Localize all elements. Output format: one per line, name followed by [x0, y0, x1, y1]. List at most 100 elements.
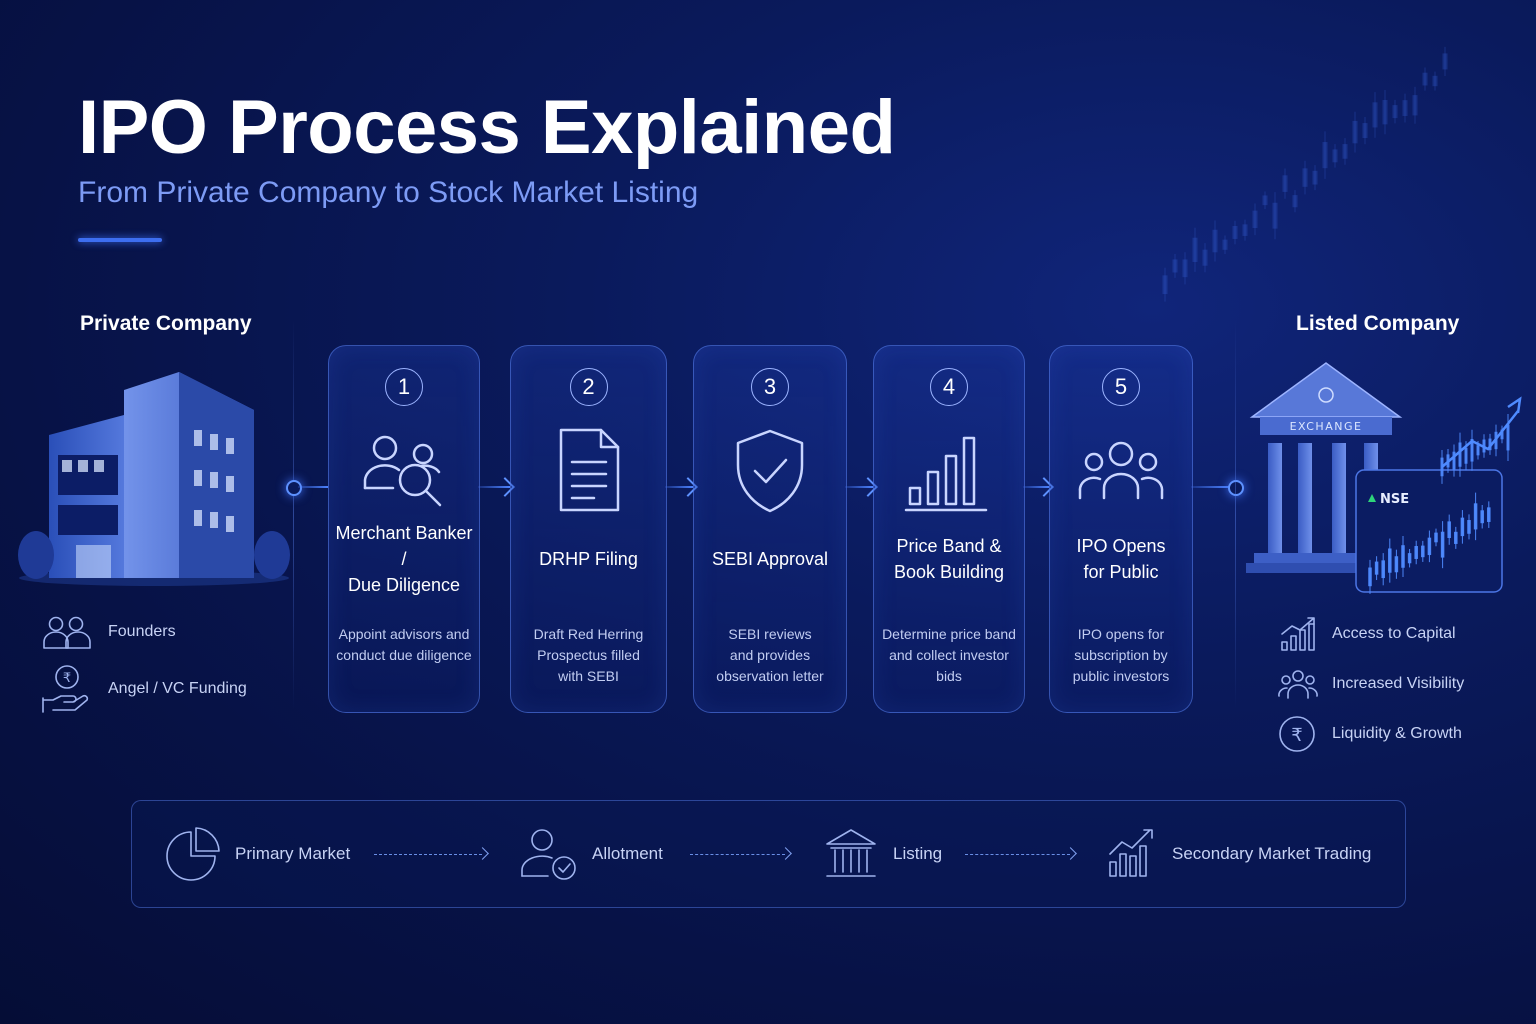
background-candle-body — [1222, 239, 1228, 250]
nse-candle-body — [1401, 545, 1405, 568]
background-candle-body — [1272, 202, 1278, 229]
step-card-3: 3 SEBI Approval SEBI reviews and provide… — [693, 345, 847, 713]
left-divider — [293, 320, 294, 710]
nse-candle-body — [1388, 548, 1392, 573]
nse-candle-body — [1467, 520, 1471, 534]
rise-candle-body — [1458, 442, 1462, 467]
step-description: IPO opens for subscription by public inv… — [1072, 626, 1170, 684]
nse-candle-body — [1460, 517, 1465, 537]
rise-candle-body — [1452, 451, 1456, 470]
background-candle-body — [1322, 142, 1328, 169]
step-number: 1 — [385, 368, 423, 406]
nse-candle-body — [1407, 553, 1412, 564]
flow-arrow-3 — [965, 854, 1070, 855]
background-candle-body — [1182, 259, 1188, 278]
background-candle-body — [1252, 210, 1258, 228]
trading-chart-icon — [1109, 829, 1153, 877]
flow-item-listing: Listing — [823, 826, 942, 882]
step-title: SEBI Approval — [711, 549, 829, 569]
connector-3-4 — [845, 486, 873, 488]
listed-company-title: Listed Company — [1296, 312, 1460, 335]
connector-1-2 — [478, 486, 510, 488]
step-card-4: 4 Price Band & Book Building Determine p… — [873, 345, 1025, 713]
growth-chart-icon — [1281, 617, 1315, 651]
rise-candle-body — [1488, 438, 1492, 451]
connector-4-5 — [1023, 486, 1049, 488]
background-candle-body — [1342, 144, 1348, 159]
step-description: Determine price band and collect investo… — [882, 626, 1016, 684]
nse-candle-body — [1480, 510, 1484, 524]
exchange-label: NSE — [1380, 492, 1409, 507]
step-description: SEBI reviews and provides observation le… — [716, 626, 824, 684]
background-candle-body — [1172, 259, 1178, 273]
background-candle-body — [1202, 249, 1208, 266]
step-number: 3 — [751, 368, 789, 406]
flow-arrow-1 — [374, 854, 482, 855]
audience-icon — [1278, 670, 1318, 699]
background-candle-body — [1372, 102, 1378, 128]
nse-candle-body — [1427, 537, 1432, 556]
title-accent-line — [78, 238, 162, 242]
step-title: DRHP Filing — [539, 549, 638, 569]
rupee-coin-icon: ₹ — [1279, 716, 1315, 752]
background-candle-body — [1422, 72, 1428, 86]
step-number: 4 — [930, 368, 968, 406]
background-candle-body — [1192, 237, 1198, 262]
group-icon — [1078, 441, 1164, 500]
end-node — [1228, 480, 1244, 496]
left-item-founders: Founders — [40, 610, 176, 654]
step-description: Appoint advisors and conduct due diligen… — [336, 626, 472, 663]
rise-candle-body — [1500, 429, 1504, 440]
flow-item-primary-market: Primary Market — [165, 826, 350, 882]
background-candle-body — [1292, 195, 1298, 208]
rise-candle-body — [1476, 445, 1480, 456]
right-item-liquidity: ₹ Liquidity & Growth — [1278, 714, 1462, 754]
background-candle-body — [1232, 225, 1238, 239]
flow-arrow-2 — [690, 854, 785, 855]
svg-text:₹: ₹ — [1291, 725, 1302, 746]
rise-candle-body — [1470, 439, 1474, 462]
background-candle-body — [1392, 105, 1398, 119]
bar-chart-icon — [904, 436, 988, 512]
flow-item-allotment: Allotment — [520, 826, 663, 882]
nse-candle-body — [1454, 531, 1458, 544]
background-candle-body — [1212, 229, 1218, 253]
office-building-icon — [18, 372, 290, 586]
funding-hand-icon: ₹ — [42, 665, 89, 713]
shield-check-icon — [736, 429, 804, 513]
background-candle-body — [1352, 120, 1358, 144]
step-card-2: 2 DRHP Filing Draft Red Herring Prospect… — [510, 345, 667, 713]
document-icon — [559, 428, 619, 512]
svg-text:₹: ₹ — [63, 671, 71, 686]
background-candle-body — [1432, 75, 1438, 87]
page-title: IPO Process Explained — [78, 85, 896, 170]
background-candle-body — [1412, 95, 1418, 116]
nse-candle-body — [1394, 556, 1399, 573]
background-candle-body — [1302, 168, 1308, 187]
right-divider — [1235, 320, 1236, 710]
founders-icon — [43, 616, 91, 649]
background-candle-body — [1362, 123, 1368, 139]
nse-candle-body — [1374, 561, 1379, 575]
rise-candle-body — [1464, 447, 1468, 464]
background-candle-body — [1382, 99, 1388, 125]
step-number: 2 — [569, 368, 608, 406]
background-candle-body — [1332, 149, 1338, 163]
nse-candle-body — [1440, 531, 1445, 558]
background-candle-body — [1312, 170, 1318, 185]
step-card-5: 5 IPO Opens for Public IPO opens for sub… — [1049, 345, 1193, 713]
start-node — [286, 480, 302, 496]
page-subtitle: From Private Company to Stock Market Lis… — [78, 176, 699, 209]
rise-candle-body — [1506, 424, 1510, 451]
pie-chart-icon — [166, 827, 220, 881]
flow-item-secondary-market: Secondary Market Trading — [1106, 826, 1371, 882]
exchange-building-icon — [826, 829, 876, 877]
nse-candle-body — [1434, 532, 1438, 543]
right-item-visibility: Increased Visibility — [1278, 664, 1464, 704]
connector-end — [1191, 486, 1229, 488]
step-title: Price Band & Book Building — [893, 536, 1005, 582]
background-candle-body — [1162, 275, 1168, 295]
step-number: 5 — [1102, 368, 1140, 406]
user-check-icon — [521, 829, 576, 880]
nse-candle-body — [1381, 560, 1385, 579]
